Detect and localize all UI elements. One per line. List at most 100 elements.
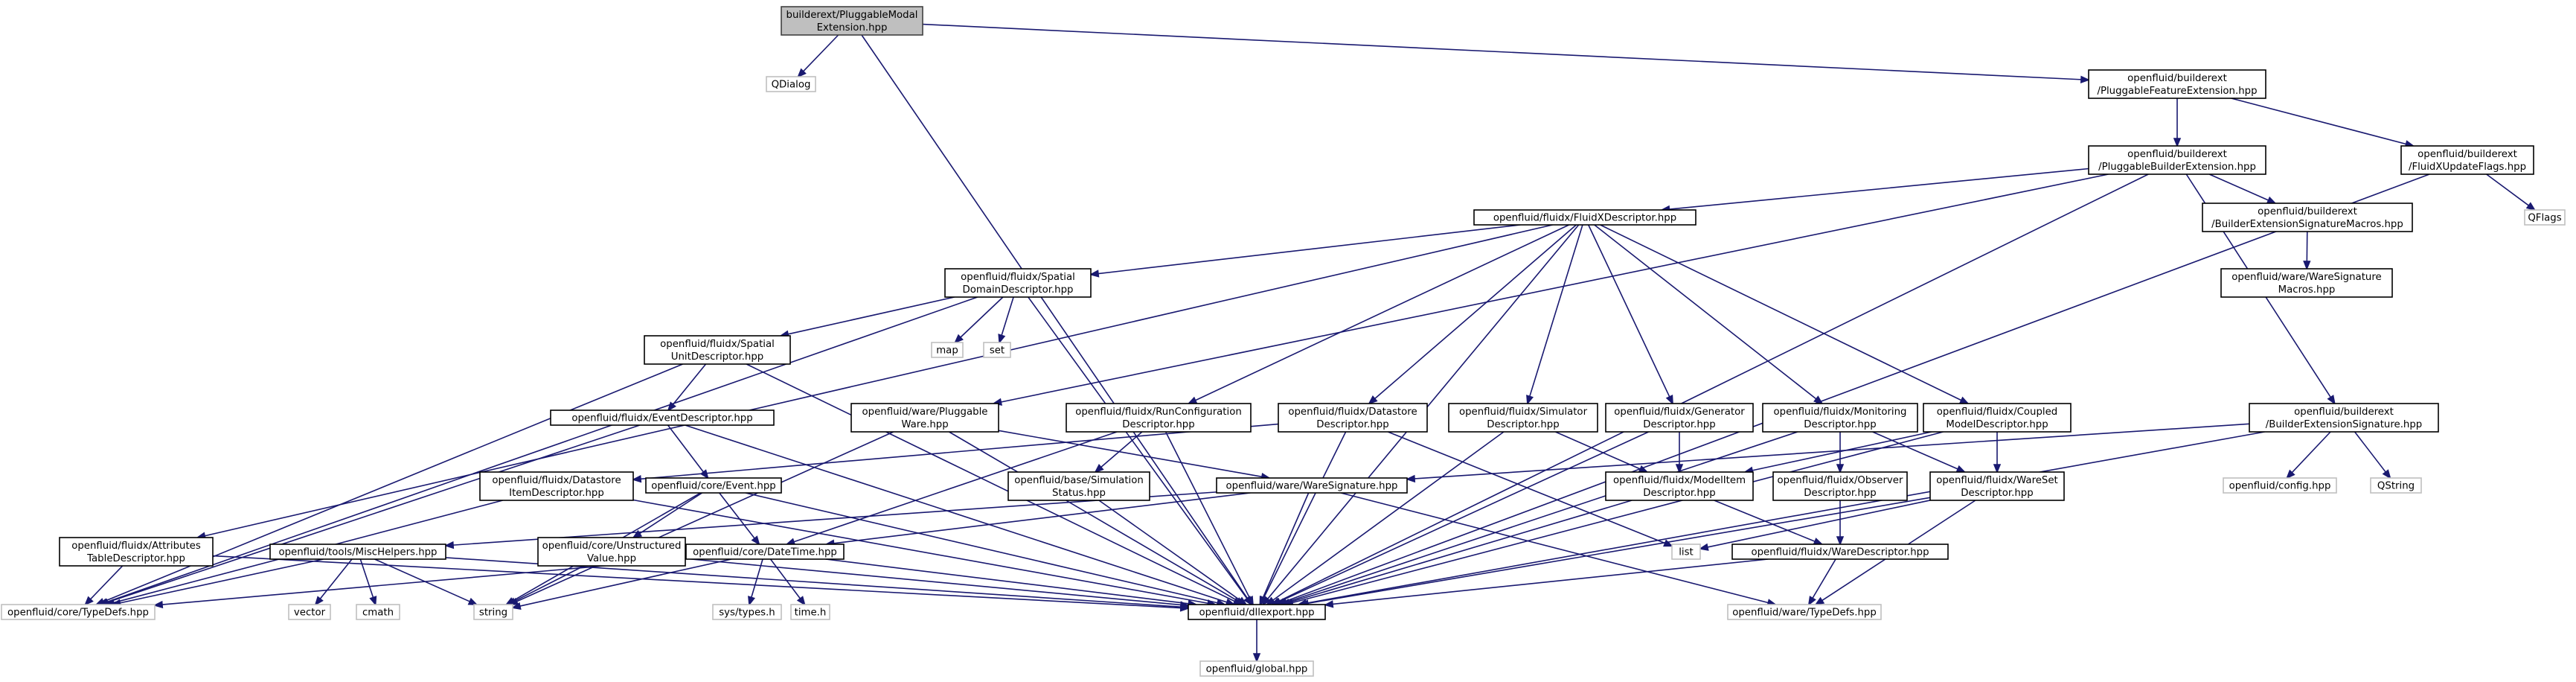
node-waredesc[interactable]: openfluid/fluidx/WareDescriptor.hpp	[1731, 544, 1949, 560]
node-label: openfluid/fluidx/Generator	[1614, 407, 1745, 418]
node-box[interactable]	[473, 604, 513, 620]
node-box[interactable]	[1923, 403, 2072, 433]
node-box[interactable]	[983, 342, 1011, 358]
node-label: openfluid/core/TypeDefs.hpp	[7, 608, 149, 619]
node-fluidxupd[interactable]: openfluid/builderext/FluidXUpdateFlags.h…	[2400, 145, 2534, 175]
node-label: Ware.hpp	[901, 419, 948, 430]
node-list[interactable]: list	[1671, 544, 1701, 560]
node-box[interactable]	[931, 342, 964, 358]
node-waresig[interactable]: openfluid/ware/WareSignature.hpp	[1216, 477, 1408, 494]
node-event[interactable]: openfluid/core/Event.hpp	[645, 477, 782, 494]
node-fxdesc[interactable]: openfluid/fluidx/FluidXDescriptor.hpp	[1473, 209, 1696, 226]
node-runconf[interactable]: openfluid/fluidx/RunConfigurationDescrip…	[1066, 403, 1252, 433]
node-box[interactable]	[1007, 471, 1150, 501]
node-eventdesc[interactable]: openfluid/fluidx/EventDescriptor.hpp	[550, 409, 775, 426]
node-string[interactable]: string	[473, 604, 513, 620]
node-box[interactable]	[712, 604, 782, 620]
node-box[interactable]	[2223, 477, 2337, 494]
node-pbext[interactable]: openfluid/builderext/PluggableBuilderExt…	[2088, 145, 2266, 175]
node-box[interactable]	[944, 268, 1092, 298]
node-mondesc[interactable]: openfluid/fluidx/MonitoringDescriptor.hp…	[1762, 403, 1918, 433]
node-set[interactable]: set	[983, 342, 1011, 358]
edge-datetime-to-dllexport	[825, 558, 1198, 608]
node-dsitem[interactable]: openfluid/fluidx/DatastoreItemDescriptor…	[479, 471, 634, 501]
node-pfext[interactable]: openfluid/builderext/PluggableFeatureExt…	[2088, 69, 2266, 99]
node-datetime[interactable]: openfluid/core/DateTime.hpp	[685, 544, 845, 560]
node-box[interactable]	[1216, 477, 1408, 494]
node-map[interactable]: map	[931, 342, 964, 358]
node-box[interactable]	[1671, 544, 1701, 560]
node-box[interactable]	[537, 537, 686, 567]
node-box[interactable]	[685, 544, 845, 560]
node-box[interactable]	[2220, 268, 2393, 298]
node-box[interactable]	[2370, 477, 2422, 494]
node-box[interactable]	[2400, 145, 2534, 175]
node-spatialdom[interactable]: openfluid/fluidx/SpatialDomainDescriptor…	[944, 268, 1092, 298]
node-box[interactable]	[1, 604, 156, 620]
node-box[interactable]	[766, 76, 816, 92]
node-box[interactable]	[644, 335, 791, 365]
node-box[interactable]	[356, 604, 400, 620]
node-spatialunit[interactable]: openfluid/fluidx/SpatialUnitDescriptor.h…	[644, 335, 791, 365]
node-config[interactable]: openfluid/config.hpp	[2223, 477, 2337, 494]
node-box[interactable]	[59, 537, 214, 567]
node-qdialog[interactable]: QDialog	[766, 76, 816, 92]
node-box[interactable]	[288, 604, 331, 620]
node-qstring[interactable]: QString	[2370, 477, 2422, 494]
node-cmath[interactable]: cmath	[356, 604, 400, 620]
node-global[interactable]: openfluid/global.hpp	[1199, 660, 1314, 677]
node-box[interactable]	[645, 477, 782, 494]
node-besig[interactable]: openfluid/builderext/BuilderExtensionSig…	[2249, 403, 2439, 433]
node-box[interactable]	[479, 471, 634, 501]
node-box[interactable]	[1188, 604, 1326, 620]
node-box[interactable]	[1605, 471, 1754, 501]
node-box[interactable]	[1473, 209, 1696, 226]
node-box[interactable]	[1605, 403, 1754, 433]
node-box[interactable]	[790, 604, 830, 620]
node-box[interactable]	[2524, 209, 2566, 226]
node-attrtable[interactable]: openfluid/fluidx/AttributesTableDescript…	[59, 537, 214, 567]
node-waretypedefs[interactable]: openfluid/ware/TypeDefs.hpp	[1727, 604, 1882, 620]
node-box[interactable]	[1199, 660, 1314, 677]
node-vector[interactable]: vector	[288, 604, 331, 620]
node-coretypedefs[interactable]: openfluid/core/TypeDefs.hpp	[1, 604, 156, 620]
node-box[interactable]	[1448, 403, 1598, 433]
node-label: openfluid/fluidx/Spatial	[961, 272, 1075, 283]
edge-datetime-to-timeh	[769, 558, 806, 606]
node-box[interactable]	[550, 409, 775, 426]
node-systypes[interactable]: sys/types.h	[712, 604, 782, 620]
node-besigmacros[interactable]: openfluid/builderext/BuilderExtensionSig…	[2202, 203, 2413, 232]
node-box[interactable]	[1727, 604, 1882, 620]
node-box[interactable]	[269, 544, 446, 560]
edge-pmext-to-qdialog	[797, 34, 839, 78]
node-box[interactable]	[1731, 544, 1949, 560]
node-box[interactable]	[1066, 403, 1252, 433]
node-box[interactable]	[2088, 145, 2266, 175]
node-box[interactable]	[1762, 403, 1918, 433]
edge-mischelpers-to-cmath	[359, 558, 377, 607]
node-timeh[interactable]: time.h	[790, 604, 830, 620]
node-box[interactable]	[1278, 403, 1428, 433]
node-box[interactable]	[2249, 403, 2439, 433]
node-box[interactable]	[1929, 471, 2065, 501]
node-box[interactable]	[2202, 203, 2413, 232]
node-box[interactable]	[850, 403, 999, 433]
node-box[interactable]	[1772, 471, 1908, 501]
node-qflags[interactable]: QFlags	[2524, 209, 2566, 226]
node-dllexport[interactable]: openfluid/dllexport.hpp	[1188, 604, 1326, 620]
node-coupleddesc[interactable]: openfluid/fluidx/CoupledModelDescriptor.…	[1923, 403, 2072, 433]
node-box[interactable]	[2088, 69, 2266, 99]
node-box[interactable]	[781, 6, 923, 36]
node-mischelpers[interactable]: openfluid/tools/MiscHelpers.hpp	[269, 544, 446, 560]
